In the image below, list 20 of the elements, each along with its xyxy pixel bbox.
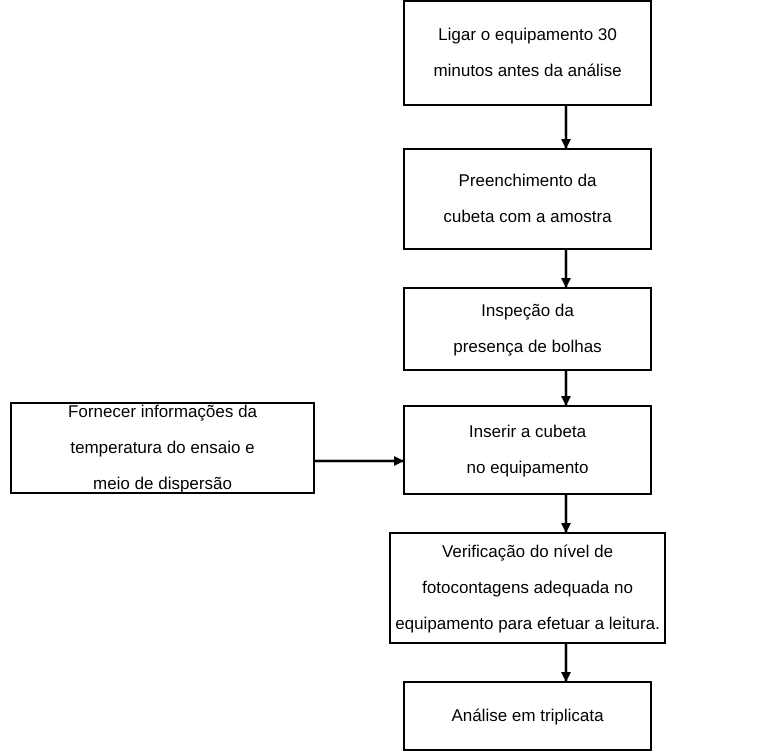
step-text: Ligar o equipamento 30 minutos antes da análise: [432, 24, 623, 82]
process-box: [403, 0, 652, 106]
process-box: [403, 287, 652, 371]
step-text: Fornecer informações da temperatura do ensaio e meio de dispersão: [67, 401, 258, 495]
arrow: [561, 371, 571, 406]
step-text: Inserir a cubeta no equipamento: [466, 421, 590, 479]
arrow: [315, 456, 404, 466]
step-text: Verificação do nível de fotocontagens adequada no equipamento para efetuar a leitura.: [394, 541, 661, 635]
arrow: [561, 495, 571, 533]
process-box: [403, 405, 652, 495]
arrow: [561, 250, 571, 288]
process-box: [389, 532, 666, 644]
process-box: [10, 402, 315, 494]
arrow: [561, 106, 571, 149]
arrow: [561, 644, 571, 682]
step-text: Análise em triplicata: [451, 705, 604, 727]
step-text: Preenchimento da cubeta com a amostra: [442, 170, 613, 228]
process-box: [403, 148, 652, 250]
process-box: [403, 681, 652, 751]
step-text: Inspeção da presença de bolhas: [452, 300, 603, 358]
